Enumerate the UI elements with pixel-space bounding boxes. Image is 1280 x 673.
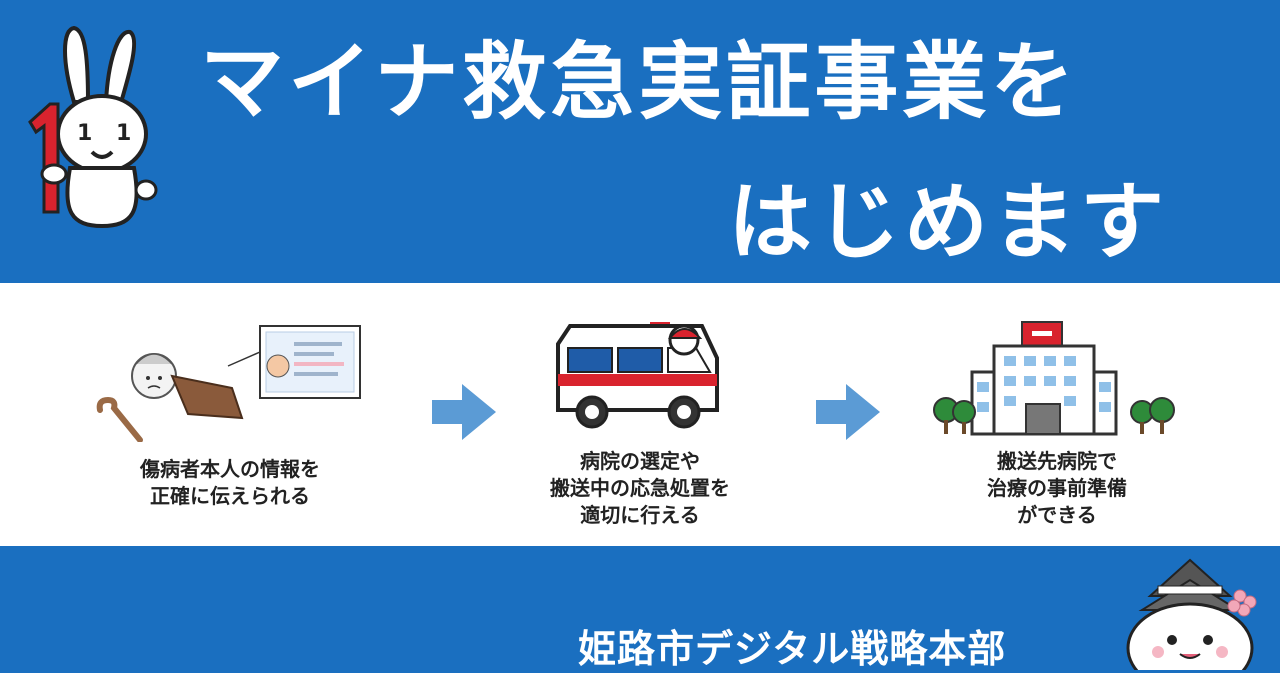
- header-banner: [0, 0, 1280, 283]
- svg-text:1: 1: [116, 121, 131, 146]
- arrow-right-icon: [816, 384, 880, 440]
- step-2-caption: 病院の選定や 搬送中の応急処置を 適切に行える: [520, 448, 760, 529]
- step-3-line-1: 搬送先病院で: [997, 449, 1117, 473]
- mynumber-rabbit-mascot-icon: 1 1: [28, 25, 158, 229]
- patient-with-card-icon: [96, 325, 361, 442]
- step-3-line-3: ができる: [1017, 503, 1097, 527]
- step-1-line-1: 傷病者本人の情報を: [140, 457, 320, 481]
- arrow-right-icon: [432, 384, 496, 440]
- step-2-line-2: 搬送中の応急処置を: [550, 476, 730, 500]
- step-2-line-1: 病院の選定や: [580, 449, 700, 473]
- step-1-caption: 傷病者本人の情報を 正確に伝えられる: [110, 456, 350, 510]
- ambulance-icon: [556, 322, 719, 429]
- svg-text:1: 1: [77, 121, 92, 146]
- page-title-line2: はじめます: [728, 173, 1169, 271]
- step-3-caption: 搬送先病院で 治療の事前準備 ができる: [937, 448, 1177, 529]
- step-3-line-2: 治療の事前準備: [987, 476, 1127, 500]
- hospital-icon: [933, 321, 1175, 436]
- step-2-line-3: 適切に行える: [580, 503, 700, 527]
- page-title-line1: マイナ救急実証事業を: [200, 33, 1079, 131]
- step-1-line-2: 正確に伝えられる: [150, 484, 310, 508]
- footer-banner: [0, 546, 1280, 670]
- organization-name: 姫路市デジタル戦略本部: [578, 627, 1007, 671]
- himeji-castle-mascot-icon: [1126, 558, 1257, 670]
